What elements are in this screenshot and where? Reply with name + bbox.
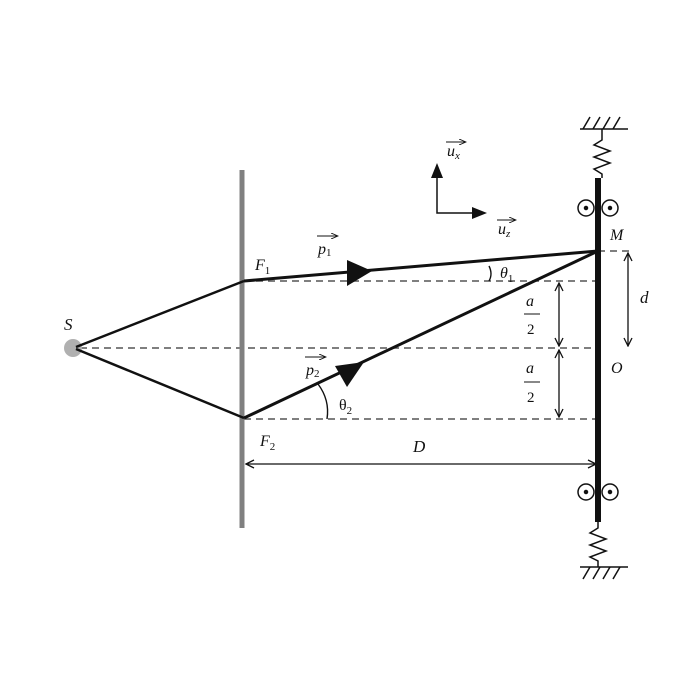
svg-text:uz: uz [498,221,511,240]
uz-arrow-icon [472,207,487,219]
label-f1: F1 [254,257,270,277]
label-p2: p2 [305,357,326,380]
label-ux: ux [446,142,466,162]
theta2-arc [317,383,329,420]
svg-text:p2: p2 [305,362,320,380]
unit-vector-axes [431,163,487,219]
bottom-rollers-icon [577,483,619,501]
label-d: d [640,288,649,307]
svg-text:a: a [526,360,534,377]
label-m: M [609,227,625,244]
top-spring-mount [580,116,628,178]
source-point [64,339,82,357]
ray-1-arrow-icon [347,260,372,286]
bottom-spring-icon [587,522,609,567]
label-p1: p1 [317,236,338,259]
rays [75,249,599,420]
label-source: S [64,315,73,334]
svg-text:a: a [526,293,534,310]
svg-text:ux: ux [447,143,460,162]
svg-text:2: 2 [527,322,535,338]
label-D: D [412,437,426,456]
top-spring-icon [591,129,613,178]
svg-text:2: 2 [527,390,535,406]
theta1-arc [488,265,492,282]
label-uz: uz [497,220,516,240]
label-half-a-upper: a 2 [524,293,540,338]
label-half-a-lower: a 2 [524,360,540,406]
svg-text:p1: p1 [317,241,332,259]
ray-1 [243,249,599,283]
ux-arrow-icon [431,163,443,178]
label-o: O [611,360,623,377]
ray-2 [243,249,599,420]
label-f2: F2 [259,433,275,453]
top-rollers-icon [577,199,619,217]
bottom-spring-mount [580,522,628,580]
dashed-lines [80,250,632,420]
label-theta2: θ2 [339,397,352,417]
label-theta1: θ1 [500,265,513,285]
ray-2-arrow-icon [335,362,364,387]
